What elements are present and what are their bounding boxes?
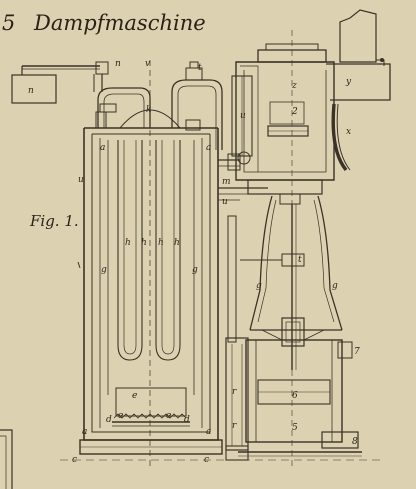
label-e-right: e bbox=[166, 411, 171, 421]
engine-base bbox=[238, 339, 362, 457]
label-g-left: g bbox=[101, 265, 107, 275]
label-2: 2 bbox=[291, 107, 298, 117]
page-title: Dampfmaschine bbox=[33, 11, 206, 35]
box-n-assembly bbox=[11, 61, 109, 104]
label-8: 8 bbox=[352, 437, 358, 447]
condenser-y bbox=[326, 9, 391, 172]
label-h-4: h bbox=[174, 238, 180, 248]
label-k: k bbox=[146, 105, 151, 115]
label-h-3: h bbox=[158, 238, 164, 248]
label-a-left-bottom: a bbox=[82, 427, 87, 437]
label-g-bell-right: g bbox=[332, 281, 338, 291]
label-7: 7 bbox=[354, 347, 360, 357]
label-z: z bbox=[291, 81, 297, 91]
label-r-upper: r bbox=[232, 387, 237, 397]
fire-grate bbox=[112, 387, 190, 427]
adjacent-figure-fragment-inner bbox=[0, 435, 7, 489]
label-y: y bbox=[345, 77, 352, 87]
label-h-2: h bbox=[141, 238, 147, 248]
figure-label: Fig. 1. bbox=[29, 212, 79, 230]
label-t: t bbox=[198, 63, 202, 73]
label-n-top: n bbox=[115, 59, 121, 69]
steam-domes bbox=[95, 61, 223, 150]
pointer-mark bbox=[77, 261, 81, 269]
adjacent-figure-fragment bbox=[0, 429, 13, 489]
label-u-left: u bbox=[78, 175, 84, 185]
label-x: x bbox=[346, 127, 351, 137]
label-m: m bbox=[222, 177, 231, 187]
label-r-lower: r bbox=[232, 421, 237, 431]
label-e-left: e bbox=[118, 411, 123, 421]
label-g-bell-left: g bbox=[256, 281, 262, 291]
label-g-right: g bbox=[192, 265, 198, 275]
label-5: 5 bbox=[292, 423, 298, 433]
label-e-grate: e bbox=[132, 391, 137, 401]
label-a-right-bottom: a bbox=[206, 427, 211, 437]
u-tubes bbox=[107, 140, 195, 395]
label-u-cylinder: u bbox=[240, 111, 246, 121]
label-a-right-top: a bbox=[206, 143, 211, 153]
label-a-left-top: a bbox=[100, 143, 105, 153]
feed-pump bbox=[225, 215, 249, 461]
label-v: v bbox=[145, 59, 150, 69]
label-d-right: d bbox=[184, 415, 190, 425]
title-prefix: 5 bbox=[2, 11, 15, 35]
label-u-right: u bbox=[222, 197, 228, 207]
label-t-bell: t bbox=[298, 255, 302, 265]
label-d-left: d bbox=[106, 415, 112, 425]
label-6: 6 bbox=[292, 391, 298, 401]
label-n-box: n bbox=[28, 86, 34, 96]
label-h-1: h bbox=[125, 238, 131, 248]
